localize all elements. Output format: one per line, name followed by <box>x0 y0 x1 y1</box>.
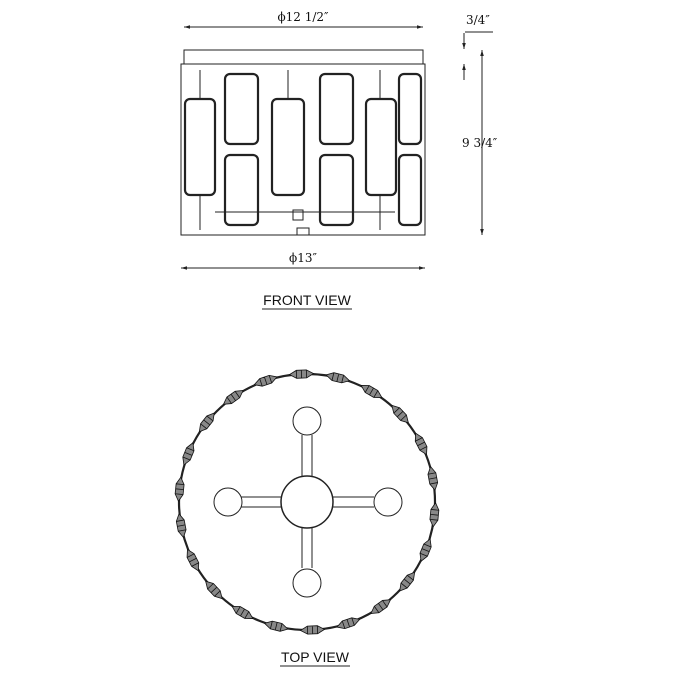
crystal <box>198 412 215 433</box>
crystal <box>174 476 185 502</box>
crystal <box>175 513 187 539</box>
crystal <box>231 606 254 619</box>
crystal <box>222 390 244 405</box>
crystal <box>429 502 440 528</box>
canopy-height-label: 3/4″ <box>466 13 490 27</box>
bulb-socket <box>292 568 322 598</box>
front-view: ϕ12 1/2″ ϕ13″ 3/4″ 9 3/4″ FRONT VI <box>180 10 498 310</box>
crystal <box>288 369 315 379</box>
crystal <box>263 620 289 632</box>
crystal <box>253 374 278 387</box>
crystal <box>182 442 195 466</box>
front-view-label: FRONT VIEW <box>263 292 351 308</box>
top-width-label: ϕ12 1/2″ <box>277 10 329 24</box>
shade-pattern <box>183 70 423 236</box>
bulb-socket <box>213 487 243 517</box>
crystal <box>399 571 416 592</box>
bottom-width-label: ϕ13″ <box>289 251 317 265</box>
crystal <box>414 432 428 456</box>
height-label: 9 3/4″ <box>462 136 498 150</box>
crystal <box>370 599 392 614</box>
bulb-socket <box>373 487 403 517</box>
crystal <box>360 385 383 398</box>
canopy <box>183 49 424 65</box>
crystal <box>336 617 361 630</box>
bulb-socket <box>292 406 322 436</box>
crystal <box>427 465 439 491</box>
top-view-label: TOP VIEW <box>281 649 350 665</box>
top-view: TOP VIEW <box>174 369 440 667</box>
crystal <box>391 404 409 424</box>
crystal <box>186 548 200 572</box>
crystal <box>325 372 351 384</box>
crystal <box>419 538 432 562</box>
crystal <box>205 580 223 600</box>
center-hub <box>280 475 334 529</box>
crystal <box>299 625 326 635</box>
